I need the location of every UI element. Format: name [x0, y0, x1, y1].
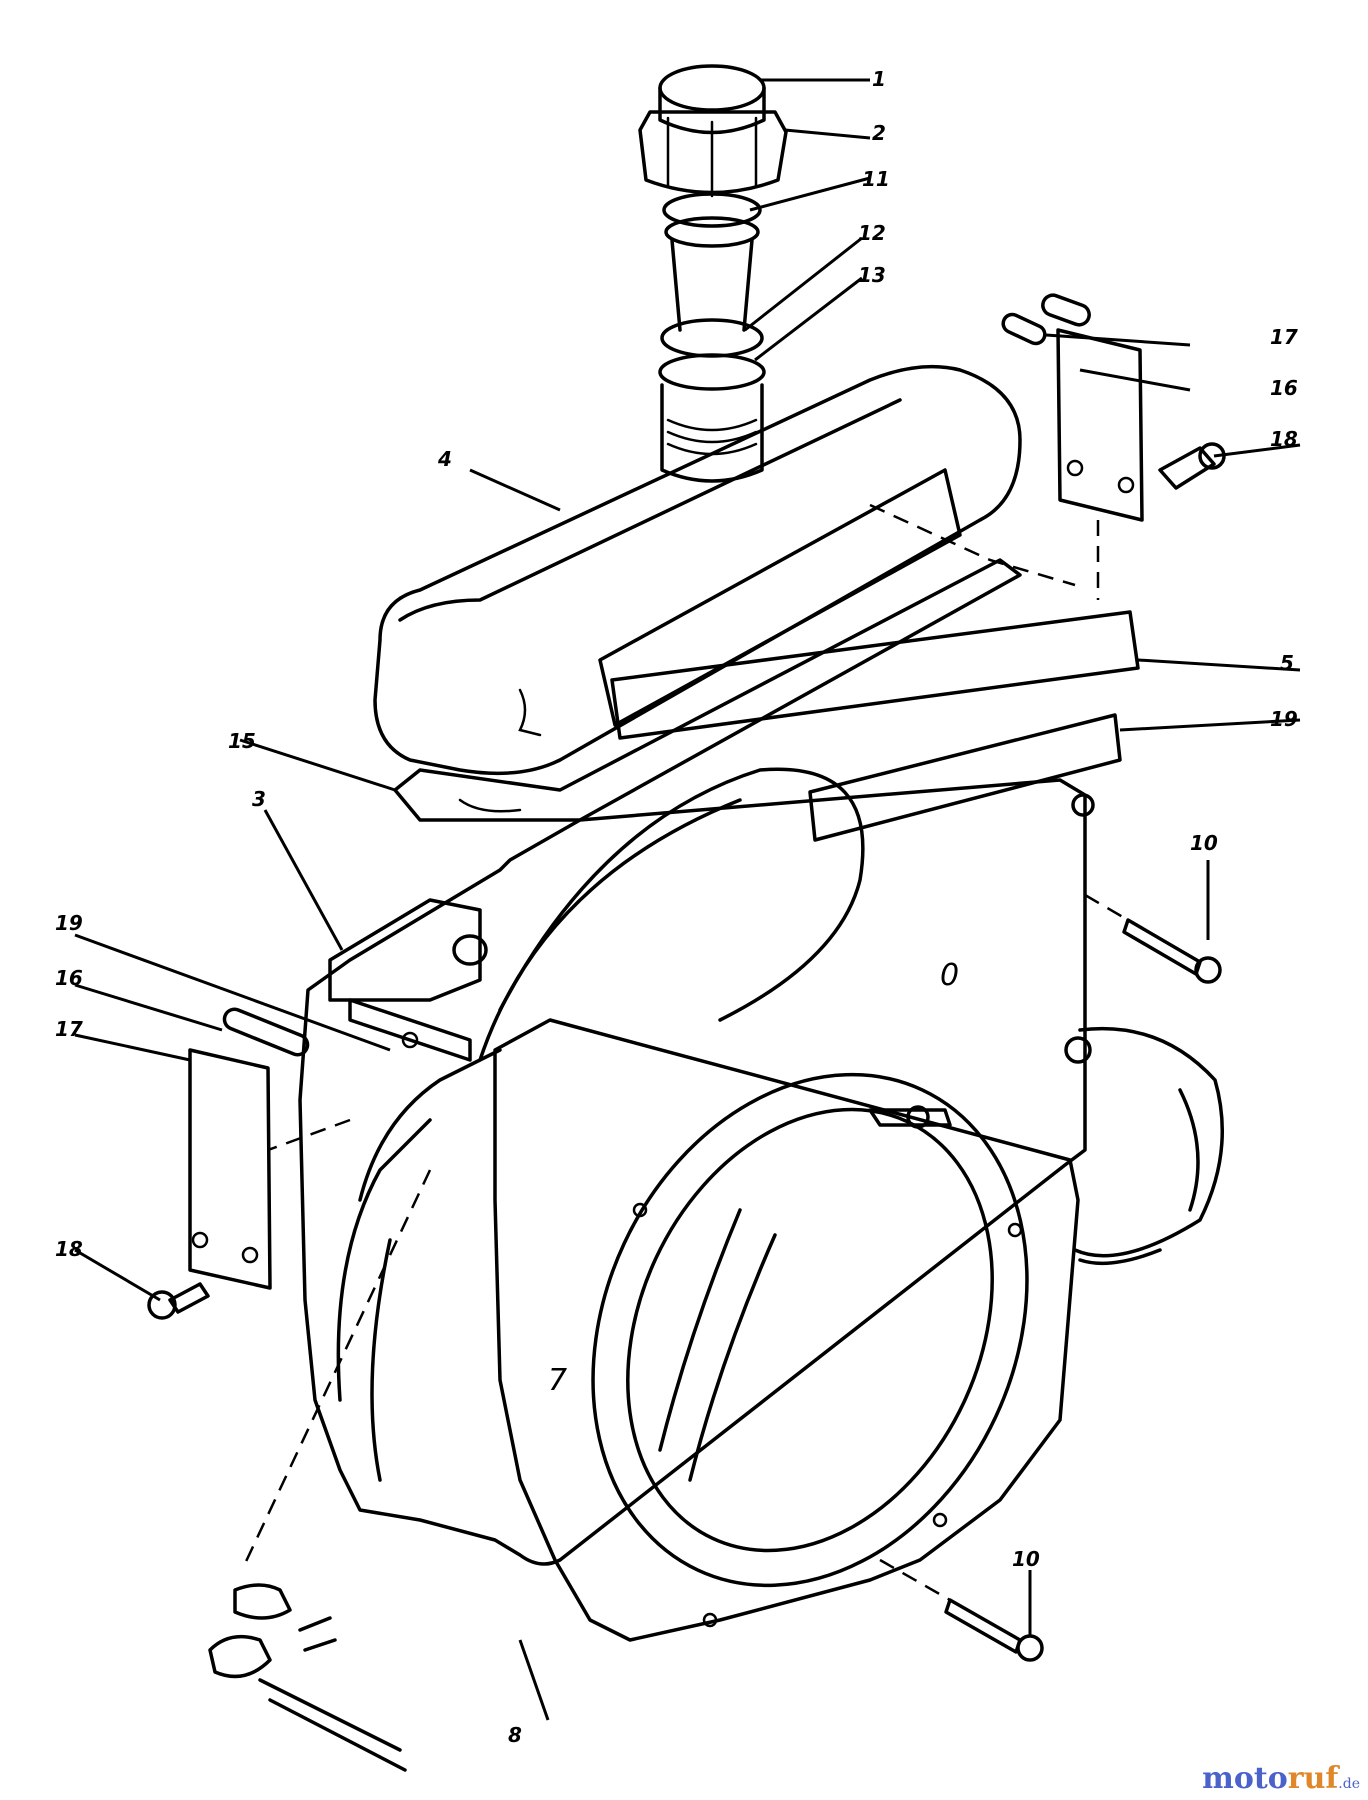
callout-15: 15 [228, 729, 256, 753]
callout-12: 12 [858, 221, 886, 245]
callout-13: 13 [858, 263, 886, 287]
fuel-cap-assembly [638, 64, 788, 483]
callout-17-left: 17 [55, 1017, 83, 1041]
callout-19-right: 19 [1270, 707, 1298, 731]
callout-10-lower: 10 [1012, 1547, 1040, 1571]
callout-8: 8 [508, 1723, 522, 1747]
callout-16-right: 16 [1270, 376, 1298, 400]
callout-18-left: 18 [55, 1237, 83, 1261]
leader-lines [74, 78, 1301, 1721]
side-outlet [1073, 1026, 1224, 1266]
callout-10-upper: 10 [1190, 831, 1218, 855]
callout-11: 11 [862, 167, 890, 191]
bolts [879, 893, 1222, 1662]
callout-2: 2 [872, 121, 886, 145]
fuel-line-assembly [208, 1169, 432, 1772]
watermark-ruf: ruf [1287, 1761, 1339, 1796]
callout-17-right: 17 [1270, 325, 1298, 349]
front-cover-plate: 7 [493, 1018, 1080, 1642]
callout-5: 5 [1280, 651, 1294, 675]
cover-mark: 7 [548, 1363, 567, 1398]
callout-19-left: 19 [55, 911, 83, 935]
left-bracket-assembly [147, 998, 472, 1320]
watermark-moto: moto [1202, 1761, 1288, 1796]
callout-18-right: 18 [1270, 427, 1298, 451]
fuel-tank [373, 364, 1022, 822]
housing-mark: 0 [940, 958, 959, 993]
callout-3: 3 [252, 787, 266, 811]
right-bracket-assembly [1001, 293, 1226, 600]
watermark-tld: .de [1338, 1776, 1360, 1792]
motoruf-watermark: motoruf.de [1202, 1761, 1360, 1796]
tank-straps [610, 503, 1140, 842]
callout-labels: 1 2 11 12 13 17 16 18 4 5 19 15 10 3 19 … [55, 67, 1298, 1747]
blower-housing: 0 [298, 767, 1095, 1566]
callout-4: 4 [437, 447, 452, 471]
callout-16-left: 16 [55, 966, 83, 990]
callout-1: 1 [872, 67, 886, 91]
